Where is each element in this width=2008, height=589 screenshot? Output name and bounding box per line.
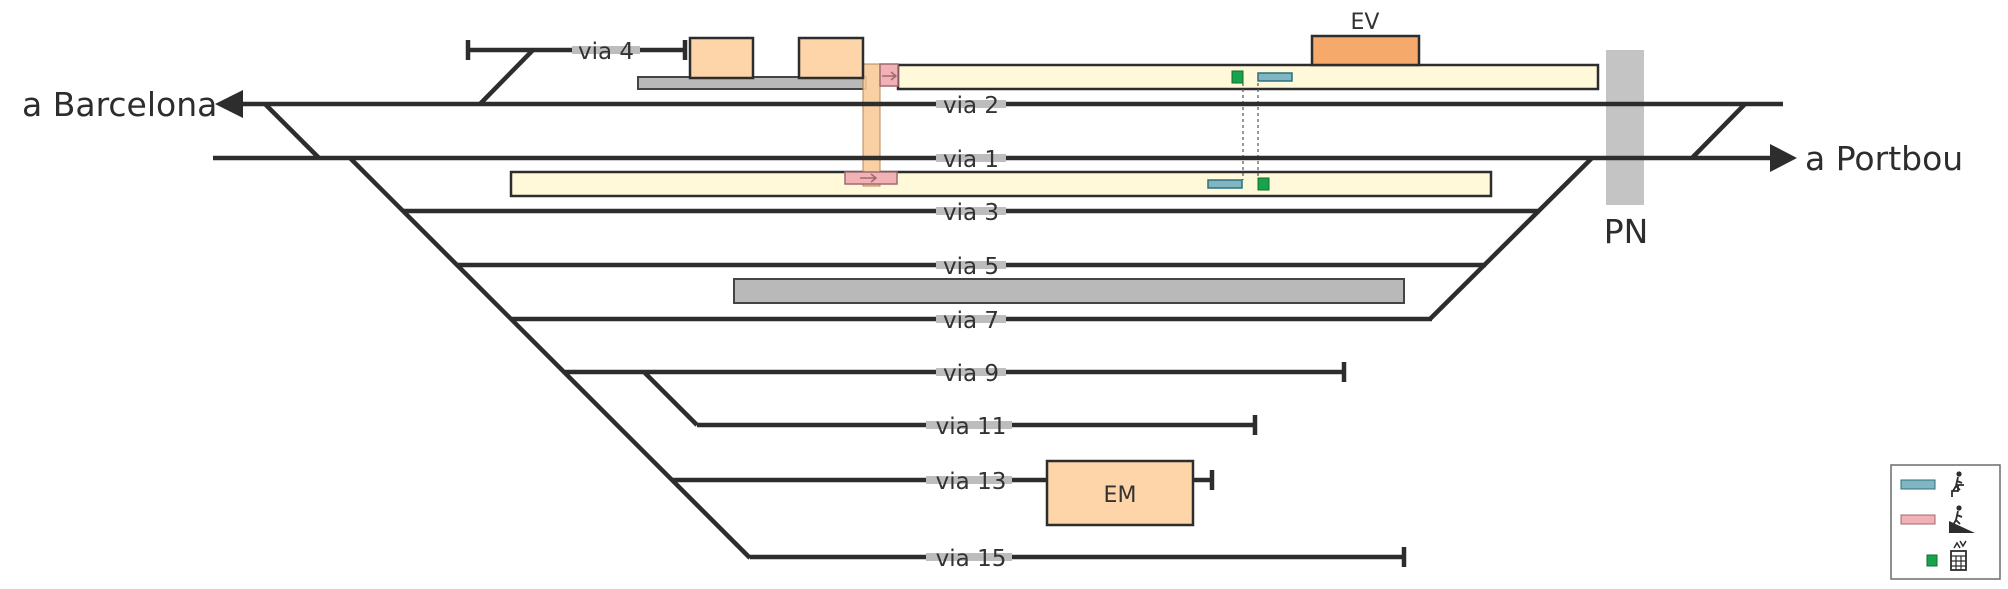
platform-middle: [509, 170, 1493, 198]
ticket-machine-middle: [1257, 177, 1270, 191]
legend-stairs-swatch: [1900, 479, 1936, 490]
destination-east: a Portbou: [1805, 139, 1963, 178]
label-via-7: via 7: [943, 308, 999, 334]
platform-grey-inner: [733, 278, 1405, 304]
building-ev-label: EV: [1351, 10, 1380, 35]
platform-upper: [896, 63, 1600, 91]
label-via-3: via 3: [943, 200, 999, 226]
arrow-portbou: [1770, 144, 1797, 172]
label-via-13: via 13: [936, 469, 1007, 495]
arrow-barcelona: [215, 90, 243, 118]
stairs-icon: [1951, 471, 1964, 497]
label-via-9: via 9: [943, 361, 999, 387]
level-crossing-label: PN: [1604, 212, 1649, 251]
fan-east: [1428, 156, 1594, 321]
switch-via2-west: [263, 102, 321, 160]
destination-west: a Barcelona: [22, 85, 217, 124]
ramp-arrow: [882, 71, 898, 81]
building-center: [797, 36, 865, 80]
legend: [1890, 464, 2001, 580]
switch-via2-east: [1690, 102, 1747, 160]
ticket-machine-icon: [1950, 540, 1967, 571]
legend-ticket-swatch: [1926, 554, 1938, 567]
building-em: [1045, 459, 1195, 527]
fan-west: [348, 156, 752, 560]
ramp-arrow-2: [860, 173, 878, 183]
label-via-2: via 2: [943, 93, 999, 119]
ramp-icon: [1949, 505, 1975, 533]
underpass-passage: [862, 63, 881, 187]
legend-ramp-swatch: [1900, 514, 1936, 525]
label-via-15: via 15: [936, 546, 1007, 572]
label-via-1: via 1: [943, 147, 999, 173]
ticket-machine-upper: [1231, 70, 1244, 84]
label-via-5: via 5: [943, 254, 999, 280]
building-em-label: EM: [1104, 483, 1137, 508]
stairs-middle: [1207, 179, 1243, 189]
underpass-ramp-top: [879, 63, 899, 87]
switch-via4: [478, 48, 535, 106]
label-via-4: via 4: [578, 39, 634, 65]
fan-west-via11: [642, 370, 699, 427]
building-ev: [1310, 34, 1421, 67]
label-via-11: via 11: [936, 414, 1007, 440]
building-west: [688, 36, 755, 80]
stairs-upper: [1257, 72, 1293, 82]
level-crossing: [1606, 50, 1644, 205]
